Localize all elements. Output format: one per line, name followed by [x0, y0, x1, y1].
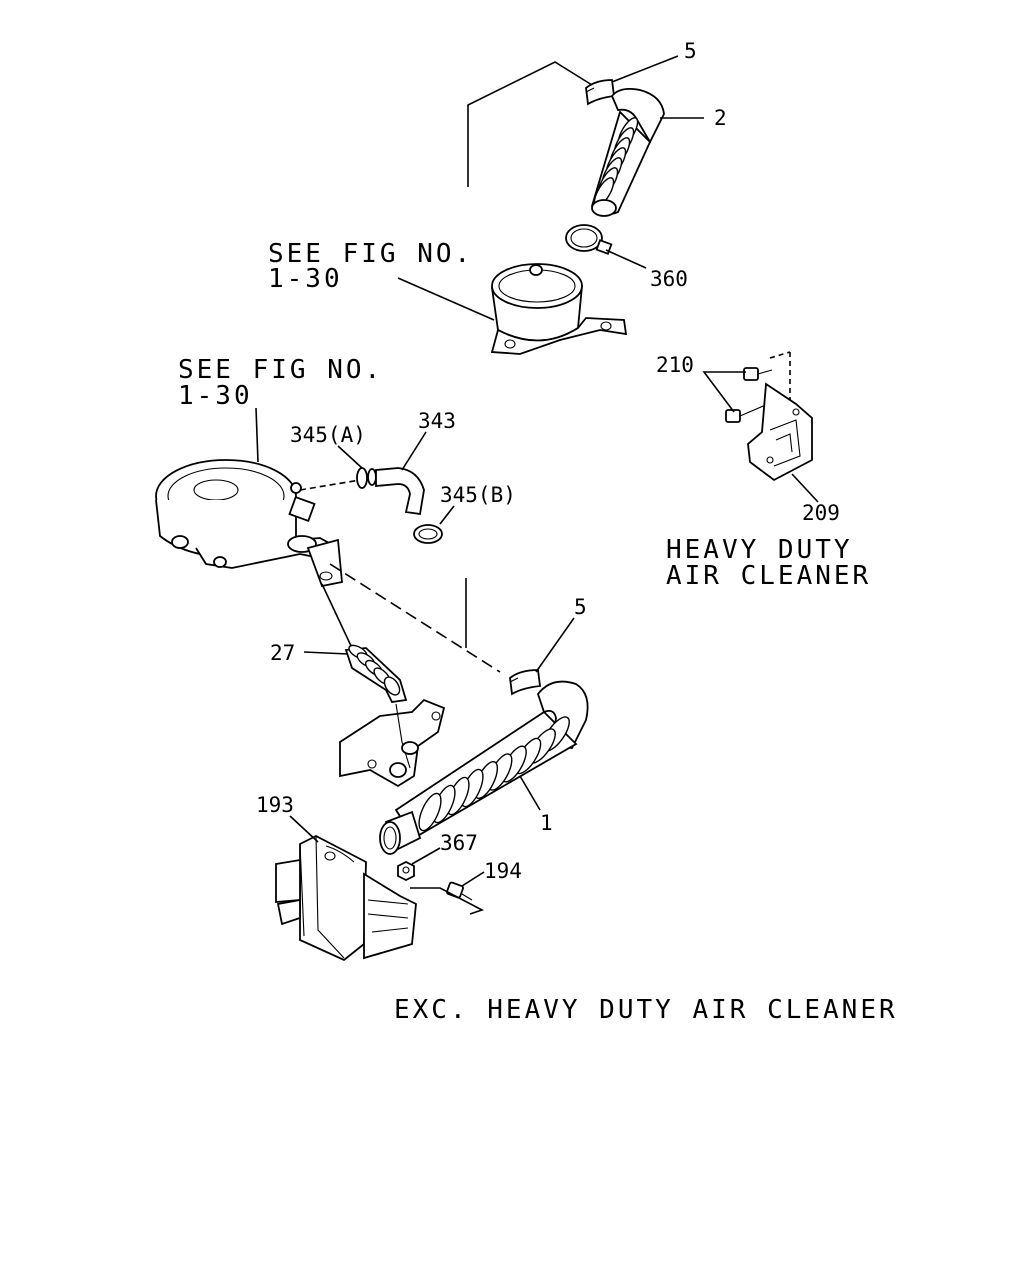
leader-1 — [519, 775, 541, 811]
callout-5-mid: 5 — [574, 595, 587, 619]
leader-345b — [439, 505, 455, 525]
leader-see-fig-top — [397, 277, 495, 321]
callout-5-top: 5 — [684, 39, 697, 63]
note-exc-heavy-duty: EXC. HEAVY DUTY AIR CLEANER — [394, 995, 898, 1025]
callout-360: 360 — [650, 267, 688, 291]
leader-27-link — [321, 583, 353, 649]
note-see-fig-top-line1: SEE FIG NO. — [268, 239, 473, 269]
leader-5-top — [611, 55, 679, 83]
leader-193 — [289, 815, 319, 843]
leader-210 — [702, 371, 746, 413]
part-27-small-hose — [344, 644, 408, 703]
callout-345a: 345(A) — [290, 423, 366, 447]
part-345a-clip — [356, 467, 377, 489]
note-see-fig-top-line2: 1-30 — [268, 264, 343, 294]
note-see-fig-left-line1: SEE FIG NO. — [178, 355, 383, 385]
top-assembly-bracket-lines — [467, 61, 593, 187]
dashline-housing-to-hose — [329, 563, 501, 673]
note-heavy-duty-line1: HEAVY DUTY — [666, 535, 853, 565]
note-heavy-duty-line2: AIR CLEANER — [666, 561, 871, 591]
leader-343 — [401, 431, 427, 471]
callout-345b: 345(B) — [440, 483, 516, 507]
part-345b-clamp — [413, 524, 443, 544]
callout-343: 343 — [418, 409, 456, 433]
note-see-fig-left-line2: 1-30 — [178, 381, 253, 411]
air-cleaner-housing — [155, 459, 343, 588]
leader-27 — [303, 651, 349, 655]
part-27-bracket — [339, 698, 446, 788]
part-2-upper-hose — [590, 87, 665, 217]
leader-see-fig-left — [255, 407, 259, 463]
callout-209: 209 — [802, 501, 840, 525]
part-193-bracket — [275, 834, 417, 962]
part-209-bracket — [747, 382, 813, 482]
callout-367: 367 — [440, 831, 478, 855]
part-5-mid-clip — [509, 669, 542, 696]
callout-210: 210 — [656, 353, 694, 377]
heavy-duty-air-cleaner-housing — [490, 263, 628, 355]
leader-345a — [337, 445, 363, 469]
leader-194-frame — [410, 887, 485, 915]
part-360-hose-clamp — [565, 224, 613, 255]
callout-1: 1 — [540, 811, 553, 835]
callout-2: 2 — [714, 106, 727, 130]
leader-367 — [411, 847, 441, 865]
part-343-elbow-hose — [375, 467, 425, 516]
leader-210-dash — [769, 351, 791, 359]
part-367-nut — [397, 860, 415, 882]
callout-194: 194 — [484, 859, 522, 883]
dashline-housing-to-343 — [299, 479, 361, 491]
leader-360 — [605, 249, 647, 269]
leader-209 — [791, 473, 819, 503]
leader-5-mid — [535, 617, 575, 673]
leader-194 — [461, 871, 485, 887]
callout-27: 27 — [270, 641, 295, 665]
part-1-main-hose — [379, 680, 589, 855]
callout-193: 193 — [256, 793, 294, 817]
